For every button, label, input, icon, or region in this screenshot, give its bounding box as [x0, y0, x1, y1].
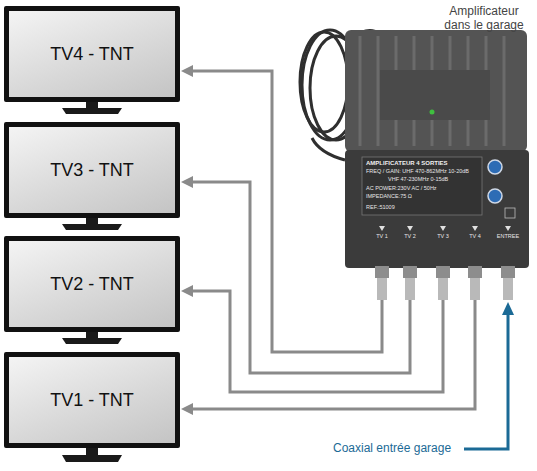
tv-label: TV1 - TNT	[50, 390, 134, 411]
coax-cable-arrow	[181, 300, 475, 415]
device-marking: REF.:51009	[366, 205, 395, 211]
tv-screen: TV1 - TNT	[4, 352, 180, 448]
device-marking: IMPEDANCE:75 Ω	[366, 194, 412, 200]
f-connectors	[375, 266, 515, 300]
device-marking: AMPLIFICATEUR 4 SORTIES	[366, 160, 448, 166]
input-label: Coaxial entrée garage	[333, 442, 451, 454]
device-marking: FREQ / GAIN: UHF 470-862MHz 10-20dB	[366, 169, 469, 175]
device-marking: TV 2	[404, 234, 416, 240]
device-marking: TV 3	[437, 234, 449, 240]
coax-cable-arrow	[181, 65, 382, 352]
tv-screen: TV2 - TNT	[4, 236, 180, 332]
device-marking: TV 4	[469, 234, 481, 240]
tv-label: TV4 - TNT	[50, 44, 134, 65]
tv-label: TV3 - TNT	[50, 160, 134, 181]
device-marking: TV 1	[376, 234, 388, 240]
tv-screen: TV3 - TNT	[4, 122, 180, 218]
amplifier-caption: Amplificateur dans le garage	[436, 4, 532, 33]
device-marking: AC POWER:230V AC / 50Hz	[366, 186, 437, 192]
coax-cable-arrow	[181, 285, 443, 392]
coax-cable-arrow	[181, 176, 410, 373]
tv-label: TV2 - TNT	[50, 274, 134, 295]
tv-screen: TV4 - TNT	[4, 6, 180, 102]
coax-input-arrow	[464, 302, 514, 449]
device-marking: ENTREE	[497, 234, 519, 240]
device-marking: VHF 47-230MHz 0-15dB	[388, 177, 448, 183]
